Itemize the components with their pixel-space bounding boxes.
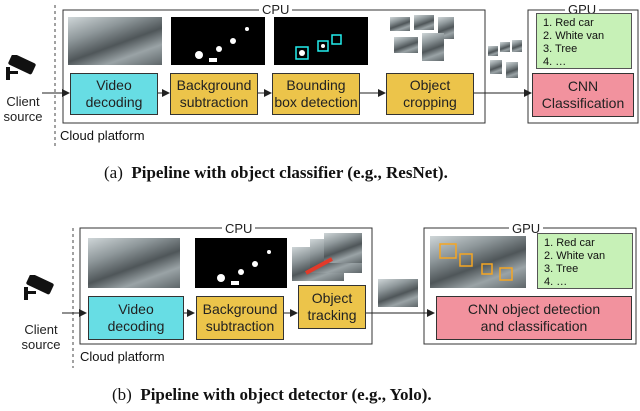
client-source-label-a: Client source <box>3 94 43 124</box>
bounding-box-thumbnail-a <box>274 17 368 65</box>
security-camera-icon <box>24 275 54 300</box>
cloud-platform-label-b: Cloud platform <box>80 349 165 364</box>
result-item: 3. Tree <box>544 263 579 275</box>
stage-background-subtraction-a: Background subtraction <box>170 73 258 115</box>
caption-b-prefix: (b) <box>112 385 132 404</box>
result-item: 4. … <box>543 56 567 68</box>
cpu-label-a: CPU <box>259 2 293 17</box>
video-frame-thumbnail-a <box>68 17 162 65</box>
tracking-thumbnail-b <box>292 233 364 283</box>
video-frame-thumbnail-b <box>88 238 180 288</box>
cpu-label-b: CPU <box>222 221 256 236</box>
stage-background-subtraction-b: Background subtraction <box>196 296 284 340</box>
caption-b-text: Pipeline with object detector (e.g., Yol… <box>140 385 432 404</box>
classification-results-note-a: 1. Red car 2. White van 3. Tree 4. … <box>536 13 632 69</box>
detection-results-note-b: 1. Red car 2. White van 3. Tree 4. … <box>537 233 633 289</box>
caption-a-prefix: (a) <box>104 163 123 182</box>
result-item: 4. … <box>544 276 568 288</box>
stage-object-cropping-a: Object cropping <box>386 73 474 115</box>
foreground-mask-thumbnail-a <box>171 17 265 65</box>
cloud-platform-label-a: Cloud platform <box>60 128 145 143</box>
result-item: 1. Red car <box>544 237 595 249</box>
stage-bounding-box-detection-a: Bounding box detection <box>272 73 360 115</box>
result-item: 1. Red car <box>543 17 594 29</box>
frame-transfer-thumbnail-b <box>378 279 418 307</box>
stage-cnn-classification-a: CNN Classification <box>532 73 634 117</box>
result-item: 2. White van <box>544 250 606 262</box>
result-item: 3. Tree <box>543 43 578 55</box>
stage-cnn-detection-classification-b: CNN object detection and classification <box>436 296 632 340</box>
client-source-label-b: Client source <box>21 322 61 352</box>
caption-a-text: Pipeline with object classifier (e.g., R… <box>131 163 448 182</box>
detection-frame-thumbnail-b <box>430 236 526 288</box>
caption-b: (b) Pipeline with object detector (e.g.,… <box>112 385 432 405</box>
stage-object-tracking-b: Object tracking <box>298 285 366 329</box>
stage-video-decoding-a: Video decoding <box>70 73 158 115</box>
gpu-label-b: GPU <box>509 221 544 236</box>
stage-video-decoding-b: Video decoding <box>88 296 184 340</box>
security-camera-icon <box>6 55 36 80</box>
caption-a: (a) Pipeline with object classifier (e.g… <box>104 163 448 183</box>
cropped-objects-thumbnail-a <box>390 15 468 71</box>
result-item: 2. White van <box>543 30 605 42</box>
foreground-mask-thumbnail-b <box>195 238 287 288</box>
cropped-objects-transfer-a <box>488 40 524 84</box>
